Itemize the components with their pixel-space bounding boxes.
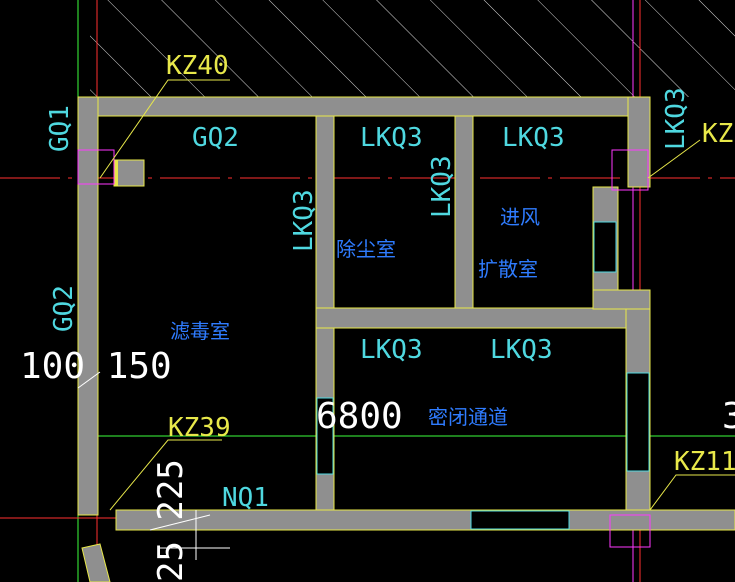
room-air-intake: 进风: [500, 205, 540, 229]
label-kz39: KZ39: [168, 413, 231, 443]
wall-right-step: [592, 289, 651, 310]
label-lkq3-top2: LKQ3: [502, 123, 565, 153]
label-gq1: GQ1: [45, 105, 75, 152]
wall-top: [77, 96, 651, 117]
wall-fragment-bottom-left: [81, 543, 111, 582]
label-kz11: KZ11: [674, 447, 735, 477]
label-gq2-top: GQ2: [192, 123, 239, 153]
dimension-100-150: 100 150: [20, 346, 172, 387]
columns: [77, 149, 651, 548]
room-diffusion: 扩散室: [478, 257, 538, 281]
hatched-ground-area: [90, 0, 735, 97]
wall-left: [77, 96, 99, 516]
wall-partition-2: [454, 115, 474, 309]
dimension-6800: 6800: [316, 396, 403, 437]
label-lkq3-mid2: LKQ3: [490, 335, 553, 365]
wall-mid-horizontal: [315, 307, 627, 329]
wall-bottom: [115, 509, 735, 531]
label-lkq3-mid1: LKQ3: [360, 335, 423, 365]
label-gq2-left: GQ2: [49, 285, 79, 332]
label-kz-partial: KZ1: [702, 119, 735, 149]
room-filtering: 滤毒室: [170, 319, 230, 343]
partial-digit-3: 3: [722, 396, 735, 437]
label-lkq3-vert2: LKQ3: [427, 155, 457, 218]
label-lkq3-vert1: LKQ3: [289, 189, 319, 252]
leader-lines: [99, 79, 735, 511]
openings: [316, 221, 650, 530]
label-lkq3-top1: LKQ3: [360, 123, 423, 153]
wall-right-upper: [627, 96, 651, 188]
room-dust-removal: 除尘室: [336, 237, 396, 261]
label-nq1: NQ1: [222, 483, 269, 513]
dimension-25-225: 25 225: [151, 459, 191, 582]
label-kz40: KZ40: [166, 51, 229, 81]
dimension-marks: [77, 371, 230, 560]
room-airlock: 密闭通道: [428, 405, 508, 429]
label-lkq3-right: LKQ3: [661, 87, 691, 150]
